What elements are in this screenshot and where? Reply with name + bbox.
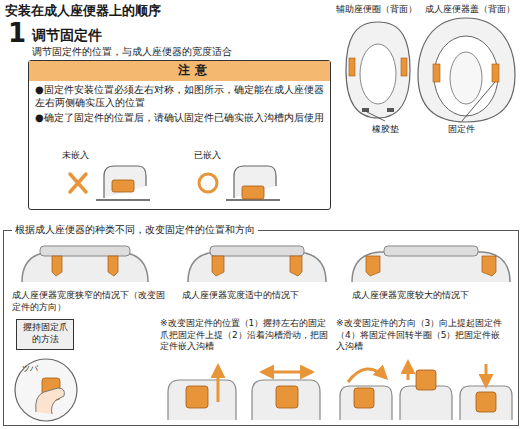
adult-lid-back (418, 18, 515, 122)
inserted-figure (199, 166, 280, 200)
step-description: 调节固定件的位置，与成人座便器的宽度适合 (32, 45, 232, 58)
case-caption: 成人座便器宽度较大的情况下 (352, 290, 512, 302)
page-title: 安装在成人座便器上的顺序 (5, 3, 161, 20)
box-label: 握持固定爪的方法 (20, 322, 70, 345)
case-caption: 成人座便器宽度适中的情况下 (182, 290, 332, 302)
state-label: 已嵌入 (194, 150, 221, 162)
state-label: 未嵌入 (62, 150, 89, 162)
step-note: ※改变固定件的位置（1）握持左右的固定爪把固定件上提（2）沿着沟槽滑动，把固定件… (160, 318, 328, 353)
step-note: ※改变固定件的方向（3）向上提起固定件（4）将固定件回转半圈（5）把固定件嵌入沟… (336, 318, 506, 353)
medium-case-figure (188, 246, 326, 282)
grip-figure (15, 359, 77, 421)
part-name: 固定件 (448, 124, 475, 136)
wide-case-figure (352, 246, 510, 282)
caution-bullet: ●固定件安装位置必须左右对称，如图所示，确定能在成人座便器左右两侧确实压入的位置 (29, 81, 330, 109)
step-number: 1 (8, 20, 26, 46)
caution-header: 注 意 (29, 61, 330, 81)
narrow-case-figure (22, 246, 148, 282)
not-inserted-figure (70, 166, 150, 200)
direction-step-figures (340, 362, 512, 420)
leader-lines (367, 82, 495, 121)
part-name: ツバ (22, 364, 38, 374)
section-heading: 根据成人座便器的种类不同，改变固定件的位置和方向 (12, 223, 258, 237)
grip-method-box: 握持固定爪的方法 (16, 319, 74, 350)
caution-bullet: ●确定了固定件的位置后，请确认固定件已确实嵌入沟槽内后使用 (29, 109, 330, 124)
aux-seat-back (346, 22, 410, 118)
part-name: 成人座便器盖（背面） (425, 4, 515, 16)
part-name: 辅助座便圈（背面） (336, 4, 417, 16)
case-caption: 成人座便器宽度狭窄的情况下（改变固定件的方向） (12, 290, 172, 313)
part-name: 橡胶垫 (372, 124, 399, 136)
step-heading: 调节固定件 (32, 26, 102, 44)
position-step-figures (168, 366, 320, 420)
caution-box: 注 意●固定件安装位置必须左右对称，如图所示，确定能在成人座便器左右两侧确实压入… (28, 60, 331, 210)
